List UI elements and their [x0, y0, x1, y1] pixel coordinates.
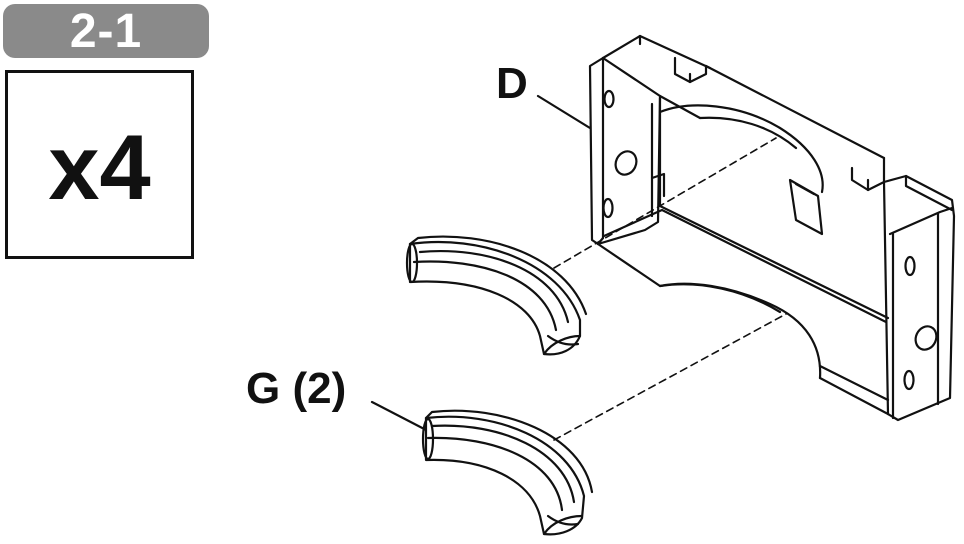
quantity-label: x4 — [48, 116, 151, 219]
part-label-d: D — [496, 59, 528, 108]
seal-g-upper — [405, 235, 588, 356]
step-badge: 2-1 — [3, 4, 209, 58]
part-label-g: G (2) — [246, 364, 347, 413]
seal-g-lower — [421, 409, 594, 536]
bracket-right-plate — [882, 174, 956, 422]
guide-line-lower — [553, 313, 787, 441]
bracket-d-drawing — [588, 34, 956, 422]
guide-line-upper — [553, 137, 777, 269]
leader-g — [370, 400, 432, 434]
quantity-box: x4 — [5, 70, 194, 259]
step-number: 2-1 — [69, 5, 143, 58]
leader-d — [536, 94, 592, 130]
